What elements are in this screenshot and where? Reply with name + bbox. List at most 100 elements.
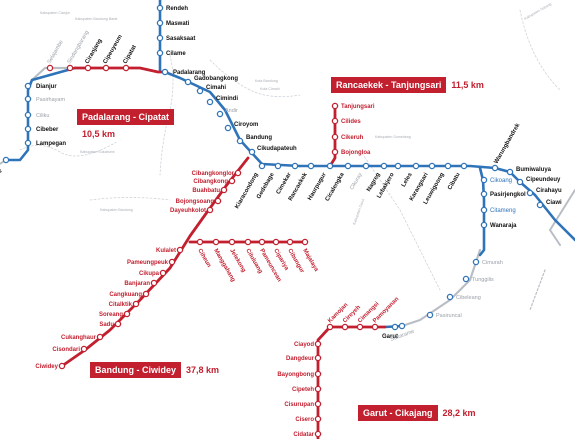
station-marker <box>286 238 294 246</box>
station-label: Bojongloa <box>341 150 371 156</box>
station-marker <box>24 111 32 119</box>
station-marker <box>314 415 322 423</box>
station-marker <box>196 87 204 95</box>
active-line <box>478 166 486 257</box>
station-marker <box>326 323 334 331</box>
station-marker <box>156 19 164 27</box>
admin-boundary <box>19 139 121 157</box>
station-marker <box>331 117 339 125</box>
station-marker <box>84 64 92 72</box>
station-label: Kabupaten Cianjur <box>40 11 71 15</box>
station-label: Kiaracondong <box>234 172 260 210</box>
station-label: Ciranjang <box>85 38 104 65</box>
station-label: Ciheun <box>196 248 212 269</box>
station-label: Cilides <box>341 119 361 125</box>
route-name: Bandung - Ciwidey <box>90 362 181 378</box>
station-label: Warungbandrek <box>494 122 522 165</box>
admin-boundary <box>209 59 301 98</box>
station-marker <box>398 322 406 330</box>
station-marker <box>291 162 299 170</box>
station-label: Cicalengka <box>325 171 346 202</box>
station-label: Cipeundeuy <box>526 177 561 183</box>
station-marker <box>142 290 150 298</box>
route-length: 37,8 km <box>181 362 225 378</box>
station-label: Pasirhayam <box>36 97 65 103</box>
station-marker <box>480 176 488 184</box>
station-label: Dangdeur <box>286 356 315 362</box>
station-marker <box>236 137 244 145</box>
station-label: Kiaranas <box>0 168 3 183</box>
admin-boundary <box>519 9 561 91</box>
station-label: Tunggilis <box>472 277 494 283</box>
station-label: Cisurupan <box>284 402 314 408</box>
station-marker <box>66 64 74 72</box>
station-marker <box>331 133 339 141</box>
station-label: Cipeuyeum <box>103 34 124 65</box>
station-marker <box>480 221 488 229</box>
station-marker <box>159 269 167 277</box>
station-marker <box>536 201 544 209</box>
station-marker <box>24 139 32 147</box>
station-label: Cukanghaur <box>61 335 97 341</box>
station-label: Cisondari <box>52 347 80 353</box>
station-label: Cimekar <box>276 171 293 195</box>
station-label: Maswati <box>166 21 190 27</box>
inactive-line <box>549 189 575 246</box>
station-marker <box>371 323 379 331</box>
route-length: 10,5 km <box>77 126 121 142</box>
station-marker <box>462 275 470 283</box>
station-label: Cisero <box>295 417 314 423</box>
station-label: Cimurah <box>482 260 503 266</box>
station-label: Kabupaten Subang <box>524 2 553 21</box>
station-marker <box>161 68 169 76</box>
reactivation-line <box>60 156 250 368</box>
route-length: 11,5 km <box>446 77 489 93</box>
admin-boundary <box>159 54 174 176</box>
station-marker <box>356 323 364 331</box>
station-label: Pasiruncal <box>436 313 462 319</box>
station-marker <box>362 162 370 170</box>
station-marker <box>196 238 204 246</box>
station-label: Pameungpeuk <box>127 260 169 266</box>
station-marker <box>491 164 499 172</box>
station-marker <box>96 333 104 341</box>
station-label: Citameng <box>490 208 516 214</box>
station-marker <box>460 162 468 170</box>
station-label: Leles <box>401 171 414 188</box>
station-marker <box>314 340 322 348</box>
station-label: Ciawi <box>546 200 562 206</box>
admin-boundary <box>359 149 441 291</box>
station-marker <box>516 178 524 186</box>
station-label: Padalarang <box>173 70 206 76</box>
active-line <box>4 66 77 162</box>
station-marker <box>331 102 339 110</box>
active-line <box>298 164 497 170</box>
reactivation-line <box>316 325 387 439</box>
station-label: Kota Bandung <box>255 79 278 83</box>
route-length-padalarang-cipatat: 10,5 km <box>77 126 121 142</box>
inactive-line <box>529 269 546 311</box>
station-label: Banjaran <box>124 281 150 287</box>
station-label: Cangkuang <box>109 292 142 298</box>
station-label: Ciayod <box>294 342 314 348</box>
station-marker <box>426 311 434 319</box>
inactive-line <box>30 66 77 82</box>
station-label: Pasirjengkol <box>490 192 526 198</box>
route-name: Rancaekek - Tanjungsari <box>331 77 447 93</box>
station-label: Kabupaten Bandung Barat <box>75 17 117 21</box>
route-name: Garut - Cikajang <box>358 405 438 421</box>
station-label: Ciwidey <box>35 364 58 370</box>
station-marker <box>394 162 402 170</box>
station-label: Kulalet <box>156 248 176 254</box>
route-banner-rancaekek-tanjungsari: Rancaekek - Tanjungsari 11,5 km <box>331 77 489 93</box>
station-label: Soreang <box>99 312 123 318</box>
station-label: Kabupaten Bandung <box>100 208 133 212</box>
station-marker <box>24 125 32 133</box>
station-label: Bumiwaluya <box>516 167 552 173</box>
station-marker <box>156 34 164 42</box>
station-marker <box>114 320 122 328</box>
station-marker <box>258 238 266 246</box>
station-marker <box>412 162 420 170</box>
admin-boundary <box>89 197 171 201</box>
station-label: Cibeber <box>36 127 59 133</box>
